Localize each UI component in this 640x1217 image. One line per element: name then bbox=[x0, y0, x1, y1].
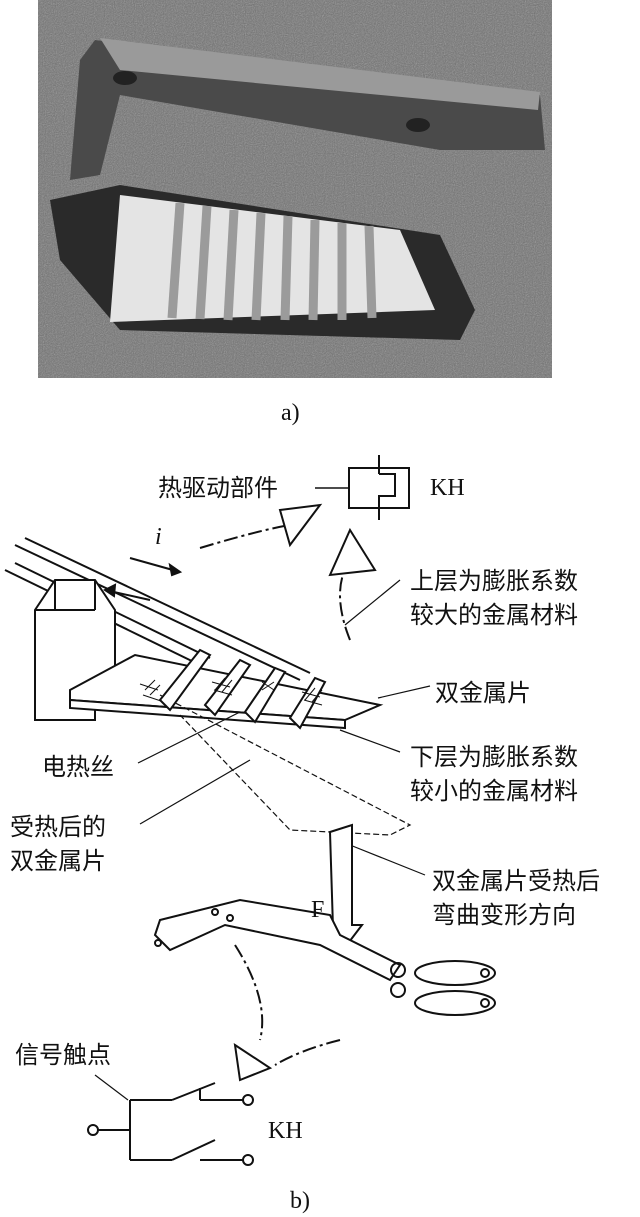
upper-layer-label-1: 上层为膨胀系数 bbox=[410, 567, 578, 595]
heated-bimetal-label-1: 受热后的 bbox=[10, 813, 106, 841]
caption-a: a) bbox=[281, 400, 300, 426]
force-label: F bbox=[311, 897, 325, 923]
lower-layer-label-1: 下层为膨胀系数 bbox=[410, 743, 578, 771]
thermal-symbol-tag: KH bbox=[430, 475, 465, 501]
lower-layer-label-2: 较小的金属材料 bbox=[410, 777, 578, 805]
bimetal-label: 双金属片 bbox=[435, 679, 531, 707]
bend-direction-label-1: 双金属片受热后 bbox=[432, 867, 600, 895]
signal-contact-label: 信号触点 bbox=[15, 1041, 111, 1069]
thermal-element-symbol bbox=[348, 455, 410, 520]
caption-b: b) bbox=[290, 1188, 310, 1214]
thermal-drive-label: 热驱动部件 bbox=[158, 474, 278, 502]
contact-symbol-tag: KH bbox=[268, 1118, 303, 1144]
signal-contact-symbol bbox=[87, 1082, 254, 1166]
current-label: i bbox=[155, 524, 162, 550]
heated-bimetal-label-2: 双金属片 bbox=[10, 847, 106, 875]
bend-direction-label-2: 弯曲变形方向 bbox=[432, 901, 576, 929]
thermal-relay-drawing bbox=[4, 455, 496, 1166]
upper-layer-label-2: 较大的金属材料 bbox=[410, 601, 578, 629]
heater-wire-label: 电热丝 bbox=[42, 753, 114, 781]
photo-thermal-relay bbox=[38, 0, 552, 378]
